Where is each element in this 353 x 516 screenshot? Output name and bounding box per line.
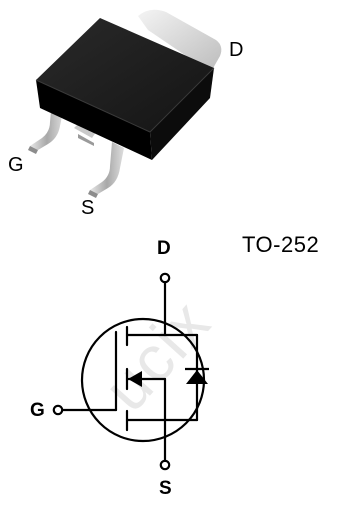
body-diode xyxy=(185,367,209,384)
package-drain-label: D xyxy=(229,39,244,61)
package-gate-label: G xyxy=(8,154,24,176)
schematic-source-label: S xyxy=(159,478,172,499)
gate-terminal xyxy=(52,404,64,416)
package-source-label: S xyxy=(81,197,95,219)
body-arrow xyxy=(128,371,142,387)
drain-tab xyxy=(138,9,222,70)
schematic-gate-label: G xyxy=(30,400,45,421)
source-lead xyxy=(88,142,124,198)
package-name: TO-252 xyxy=(242,232,320,257)
package-body xyxy=(35,18,215,160)
schematic-drain-label: D xyxy=(157,238,171,259)
